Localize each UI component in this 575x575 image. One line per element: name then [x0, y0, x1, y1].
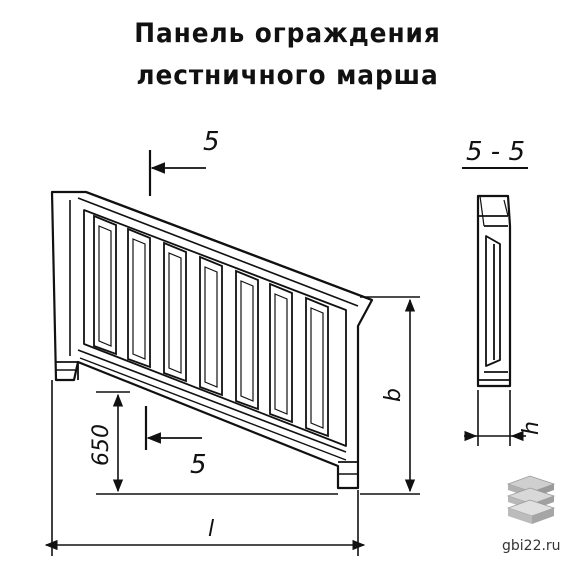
- railing-panel: [50, 190, 374, 490]
- section-mark-label-top: 5: [203, 127, 220, 157]
- baluster: [240, 280, 254, 402]
- right-foot: [338, 461, 359, 488]
- dimension-h: [464, 390, 526, 446]
- section-view-label: 5 - 5: [466, 137, 525, 167]
- panel-inner-frame: [83, 209, 347, 447]
- dimension-650: [96, 391, 338, 495]
- dimension-b: [360, 296, 420, 495]
- baluster: [93, 214, 117, 356]
- stacked-slabs-icon: [506, 475, 556, 524]
- section-mark-label-bottom: 5: [190, 450, 207, 480]
- baluster: [305, 296, 329, 438]
- baluster: [274, 293, 288, 415]
- baluster: [199, 255, 223, 397]
- baluster: [127, 227, 151, 369]
- baluster: [204, 266, 218, 388]
- dimension-l-label: l: [208, 517, 214, 542]
- baluster: [132, 238, 146, 360]
- baluster-set: [93, 214, 329, 438]
- drawing-title-line-2: лестничного марша: [136, 60, 439, 91]
- section-cut-top: [148, 150, 206, 196]
- baluster: [310, 307, 324, 429]
- drawing-title-line-1: Панель ограждения: [134, 18, 441, 49]
- dimension-650-label: 650: [89, 424, 114, 466]
- baluster: [168, 252, 182, 374]
- watermark-text: gbi22.ru: [502, 538, 561, 554]
- left-foot: [56, 361, 79, 380]
- section-5-5-profile: [476, 194, 512, 388]
- dimension-l: [44, 380, 366, 556]
- dimension-b-label: b: [381, 388, 406, 402]
- dimension-h-label: h: [519, 421, 544, 435]
- baluster: [98, 225, 112, 347]
- baluster: [235, 269, 259, 411]
- baluster: [163, 241, 187, 383]
- section-cut-bottom: [144, 406, 202, 450]
- baluster: [269, 282, 293, 424]
